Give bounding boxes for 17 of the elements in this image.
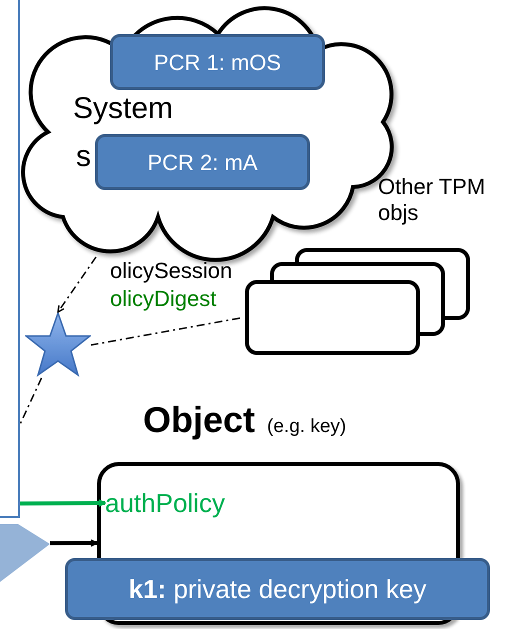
key-box: k1: private decryption key: [65, 558, 490, 620]
arrow: [20, 499, 106, 507]
arrow: [50, 539, 98, 547]
panel-border: [0, 0, 20, 518]
cloud-title: System: [73, 92, 174, 126]
dash-dot-line: [90, 317, 240, 346]
field-label: olicySession: [110, 258, 232, 284]
field-label: authPolicy: [105, 486, 225, 520]
register-box: PCR 1: mOS: [110, 34, 325, 90]
heading: Object: [143, 398, 256, 442]
stack-heading: Other TPM objs: [378, 174, 486, 226]
dash-dot-line: [19, 378, 42, 425]
field-label: olicyDigest: [110, 286, 216, 312]
subheading: (e.g. key): [267, 415, 346, 439]
register-box: PCR 2: mA: [95, 134, 310, 190]
dash-dot-line: [57, 256, 97, 313]
cloud-title: s: [76, 140, 91, 174]
